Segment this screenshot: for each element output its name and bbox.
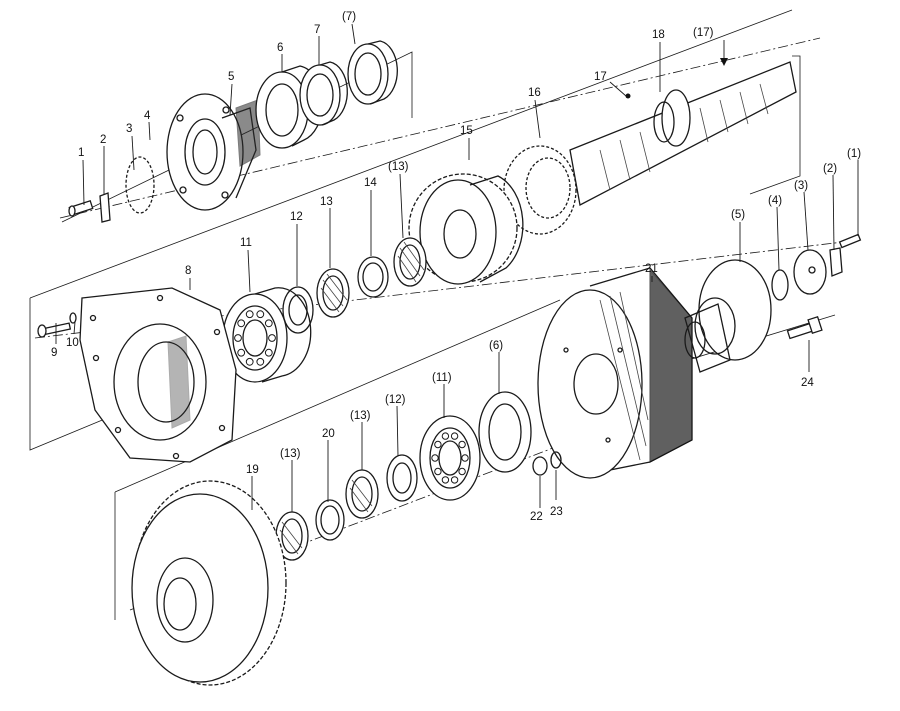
callout-7: 7 <box>314 24 320 36</box>
bolt-part-24 <box>786 315 823 340</box>
callout-4: 4 <box>144 110 151 122</box>
callout-18: 18 <box>652 29 665 41</box>
ring-part-6-lower <box>478 391 532 473</box>
ball-bearing-part-11-lower <box>419 415 481 501</box>
ring-part-7-alt <box>347 40 398 105</box>
callout-7-paren: (7) <box>342 11 356 23</box>
bracket-part-2 <box>829 247 843 277</box>
pin-part-17 <box>625 93 631 99</box>
callout-16: 16 <box>528 87 541 99</box>
callout-2: 2 <box>100 134 106 146</box>
ring-part-12-lower <box>386 454 418 502</box>
needle-bearing-part-13-top <box>393 237 427 287</box>
ring-part-7 <box>299 61 348 126</box>
callout-11: 11 <box>240 237 252 249</box>
needle-bearing-part-13-mid <box>345 469 379 519</box>
bearing-ball <box>245 310 254 319</box>
bearing-ball <box>237 348 246 357</box>
leader-lines <box>55 23 859 512</box>
bearing-ball <box>450 476 459 484</box>
gear-part-15 <box>408 173 524 285</box>
callout-9: 9 <box>51 347 57 359</box>
nut-part-22 <box>532 456 548 476</box>
gear-part-16 <box>503 145 577 235</box>
washer-part-3 <box>125 156 155 214</box>
housing-part-21 <box>537 267 693 479</box>
needle-bearing-part-13 <box>316 268 350 318</box>
callout-17: 17 <box>594 71 607 83</box>
callout-3: 3 <box>126 123 132 135</box>
flange-part-4 <box>166 93 261 211</box>
callout-5: 5 <box>228 71 234 83</box>
ring-part-4 <box>771 269 789 301</box>
callout-12-paren: (12) <box>385 394 406 406</box>
ball-bearing-part-11 <box>222 287 312 383</box>
bearing-ball <box>256 357 265 366</box>
callout-11-paren: (11) <box>432 372 452 384</box>
bearing-ball <box>441 476 450 484</box>
cover-plate-part-8 <box>79 287 237 463</box>
bearing-ball <box>245 357 254 366</box>
bolt-part-1 <box>68 199 94 217</box>
callout-17-paren: (17) <box>693 27 714 39</box>
bearing-ball <box>458 467 466 476</box>
collar-part-18 <box>661 89 691 147</box>
ring-part-12 <box>282 286 314 334</box>
bearing-ball <box>450 432 459 440</box>
callout-15: 15 <box>460 125 473 137</box>
disc-part-3 <box>793 249 827 295</box>
callout-6-paren: (6) <box>489 340 503 352</box>
bearing-ball <box>431 454 439 462</box>
callout-22: 22 <box>530 511 543 523</box>
callout-24: 24 <box>801 377 814 389</box>
bolt-part-9 <box>37 322 72 338</box>
main-shaft-part-16 <box>503 40 797 235</box>
part-callouts: 1 2 3 4 5 6 7 (7) 18 (17) 17 16 15 (13) … <box>51 11 861 523</box>
callout-1: 1 <box>78 147 84 159</box>
callout-19: 19 <box>246 464 259 476</box>
bearing-ball <box>237 319 246 328</box>
top-flange-group <box>68 40 398 223</box>
bearing-ball <box>264 348 273 357</box>
callout-1-paren: (1) <box>847 148 861 160</box>
flange-shaft-part-5 <box>684 259 772 373</box>
callout-14: 14 <box>364 177 377 189</box>
washer-part-10 <box>69 312 77 324</box>
callout-21: 21 <box>645 263 658 275</box>
gear-part-19 <box>131 480 287 686</box>
bearing-ball <box>434 440 442 449</box>
needle-bearing-part-13-low <box>275 511 309 561</box>
callout-5-paren: (5) <box>731 209 745 221</box>
callout-4-paren: (4) <box>768 195 782 207</box>
bearing-ball <box>434 467 442 476</box>
ring-part-23 <box>550 451 562 469</box>
callout-12: 12 <box>290 211 303 223</box>
callout-13-top: 13 <box>320 196 333 208</box>
bearing-ball <box>441 432 450 440</box>
callout-6: 6 <box>277 42 283 54</box>
callout-13-paren-mid: (13) <box>350 410 371 422</box>
callout-23: 23 <box>550 506 563 518</box>
callout-13-paren-low: (13) <box>280 448 301 460</box>
ring-part-20 <box>315 499 345 541</box>
bearing-ball <box>461 454 469 462</box>
callout-20: 20 <box>322 428 335 440</box>
lock-plate-part-2 <box>99 192 111 223</box>
callout-2-paren: (2) <box>823 163 837 175</box>
bearing-ball <box>256 310 265 319</box>
ring-part-14 <box>357 256 389 298</box>
callout-10: 10 <box>66 337 79 349</box>
callout-8: 8 <box>185 265 191 277</box>
callout-13-paren-top: (13) <box>388 161 409 173</box>
bearing-ball <box>234 334 242 342</box>
bearing-ball <box>458 440 466 449</box>
bolt-part-1-right <box>838 233 862 249</box>
callout-3-paren: (3) <box>794 180 808 192</box>
bearing-ball <box>268 334 276 342</box>
bearing-ball <box>264 319 273 328</box>
